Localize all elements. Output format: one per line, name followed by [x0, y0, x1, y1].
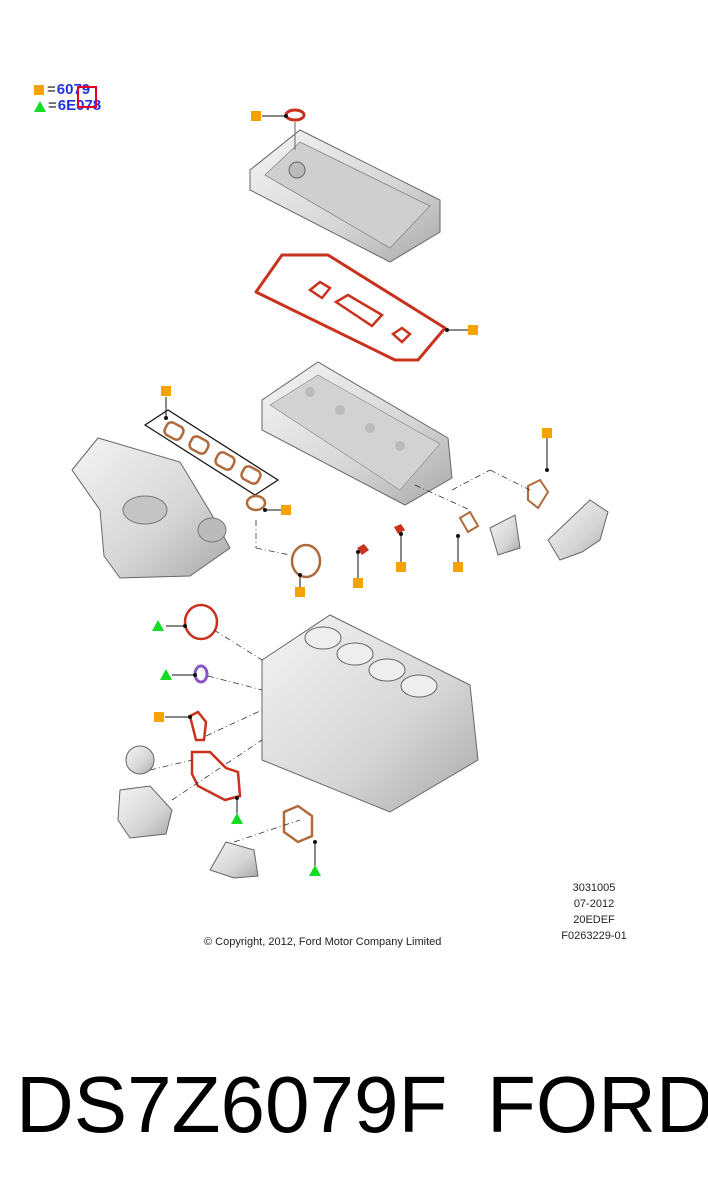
- callout-square-oil-filter-gasket: [154, 712, 164, 722]
- thermostat-housing: [489, 499, 609, 561]
- callout-triangle-purple-seal: [160, 669, 172, 680]
- water-pump-gasket: [282, 804, 314, 844]
- meta-line-1: 3031005: [572, 882, 616, 894]
- callout-square-valve-cover-seal: [251, 111, 261, 121]
- legend-square-code: 6079: [56, 81, 91, 98]
- coolant-outlet-gasket: [458, 510, 480, 534]
- part-number: DS7Z6079F: [16, 1060, 448, 1149]
- exhaust-manifold-gasket: [143, 409, 280, 496]
- catalyst-seal-ring: [290, 543, 322, 579]
- plug-right: [394, 524, 405, 534]
- callout-markers: [152, 111, 552, 876]
- engine-gasket-exploded-diagram: [71, 108, 609, 879]
- copyright-text: © Copyright, 2012, Ford Motor Company Li…: [204, 936, 442, 948]
- oil-cooler-gasket: [190, 750, 242, 802]
- cylinder-bore-2: [336, 642, 374, 666]
- thermostat-gasket: [527, 478, 550, 510]
- meta-line-2: 07-2012: [573, 898, 615, 910]
- cylinder-bore-3: [368, 658, 406, 682]
- callout-triangle-oil-cooler-gasket: [231, 813, 243, 824]
- legend-triangle-icon: [34, 100, 46, 112]
- block-seal-purple: [193, 664, 209, 684]
- legend-square-icon: [34, 85, 44, 95]
- legend-triangle-code: 6E078: [57, 97, 102, 114]
- callout-square-outlet-gasket: [453, 562, 463, 572]
- meta-line-3: 20EDEF: [573, 914, 615, 926]
- drawing-metadata: 3031005 07-2012 20EDEF F0263229-01: [555, 880, 633, 944]
- legend-row-square: = 6079: [34, 82, 101, 98]
- turbo-gasket: [245, 494, 267, 512]
- callout-square-seal-ring: [295, 587, 305, 597]
- callout-square-plug-right: [396, 562, 406, 572]
- block-o-ring: [183, 603, 219, 641]
- part-banner: DS7Z6079F FORD: [0, 1060, 708, 1150]
- callout-triangle-block-o-ring: [152, 620, 164, 631]
- exhaust-manifold: [71, 437, 231, 579]
- legend-equals: =: [47, 81, 56, 98]
- callout-square-thermostat-gasket: [542, 428, 552, 438]
- callout-square-valve-cover-gasket: [468, 325, 478, 335]
- leader-lines: [149, 469, 531, 843]
- brand-name: FORD: [487, 1060, 708, 1149]
- callout-square-turbo-gasket: [281, 505, 291, 515]
- valve-cover: [249, 108, 441, 263]
- callout-square-plug-left: [353, 578, 363, 588]
- cylinder-bore-4: [400, 674, 438, 698]
- cylinder-bore-1: [304, 626, 342, 650]
- plug-left: [357, 544, 369, 555]
- cylinder-block: [261, 614, 479, 813]
- legend-highlight-box: [77, 86, 97, 108]
- legend: = 6079 = 6E078: [34, 82, 101, 114]
- callout-square-exhaust-gasket: [161, 386, 171, 396]
- oil-filter-adapter: [117, 785, 173, 839]
- cover-plate: [125, 745, 155, 775]
- oil-filter-adapter-gasket: [188, 710, 208, 742]
- water-pump: [209, 841, 259, 879]
- legend-row-triangle: = 6E078: [34, 98, 101, 114]
- callout-triangle-water-pump-gasket: [309, 865, 321, 876]
- legend-equals: =: [48, 97, 57, 114]
- cylinder-head: [261, 361, 453, 506]
- valve-cover-gasket: [254, 253, 447, 362]
- meta-line-4: F0263229-01: [561, 930, 627, 942]
